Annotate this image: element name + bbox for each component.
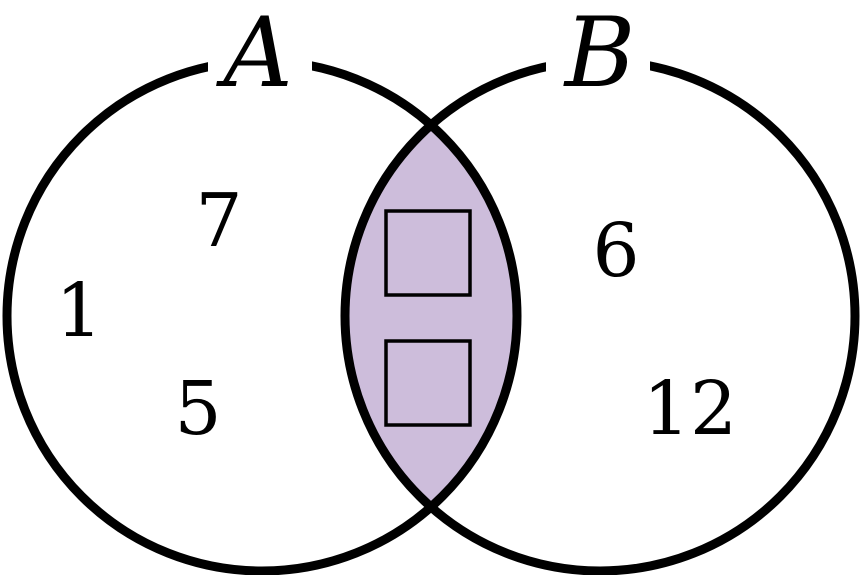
set-a-element: 5 — [174, 366, 221, 452]
set-b-label: B — [563, 0, 636, 109]
set-a-element: 1 — [55, 268, 102, 354]
set-b-label-gap — [546, 30, 650, 100]
intersection-blank-box — [384, 209, 472, 297]
intersection-region — [345, 61, 517, 571]
set-a-label-gap — [208, 30, 312, 100]
set-b-element: 12 — [643, 366, 737, 452]
intersection-blank-box — [384, 339, 472, 427]
set-b-element: 6 — [592, 208, 639, 294]
set-a-element: 7 — [195, 178, 242, 264]
set-a-label: A — [215, 0, 292, 109]
